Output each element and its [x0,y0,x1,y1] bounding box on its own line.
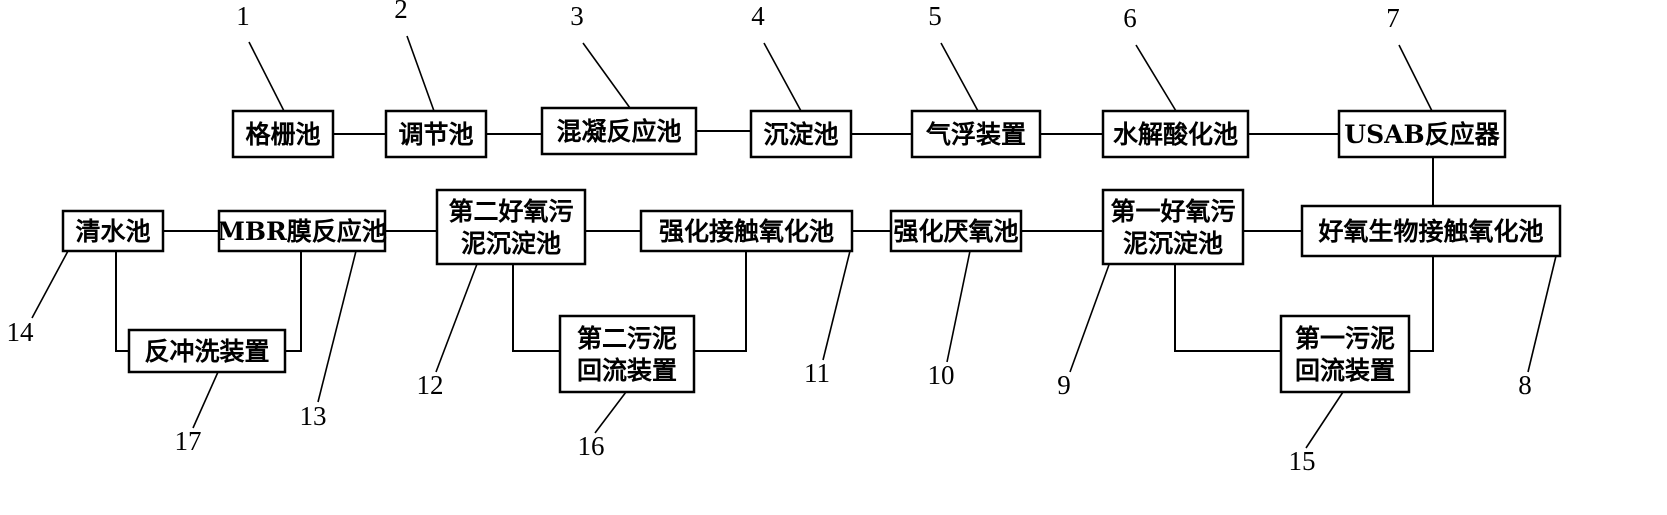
process-box [231,109,335,159]
reference-number: 6 [1123,3,1137,33]
process-label: 回流装置 [577,356,677,385]
node-5: 气浮装置 [910,109,1042,159]
process-box [1101,188,1245,266]
process-box [435,188,587,266]
connector-line [512,264,560,352]
process-box [1300,204,1562,258]
reference-number: 9 [1057,370,1071,400]
leader-line-11 [822,250,851,361]
process-box [540,106,698,156]
reference-number: 5 [928,1,942,31]
process-box [1337,109,1507,159]
reference-number: 15 [1289,446,1316,476]
leader-line-10 [946,250,971,363]
process-box [889,209,1023,253]
node-6: 水解酸化池 [1101,109,1250,159]
reference-number: 14 [7,317,35,347]
reference-number: 13 [300,401,327,431]
leader-line-7 [1398,44,1433,112]
leader-line-2 [406,35,435,112]
reference-number: 16 [578,431,605,461]
process-box [749,109,853,159]
process-label: 第二好氧污 [448,197,573,226]
process-box [1279,314,1411,394]
leader-line-13 [317,250,357,403]
process-box [639,209,854,253]
process-label: 强化接触氧化池 [659,217,834,246]
node-10: 强化厌氧池 [889,209,1023,253]
connector-lines [115,130,1434,352]
process-label: 第二污泥 [577,324,677,353]
process-box [384,109,488,159]
leader-line-9 [1069,261,1111,373]
leader-line-1 [248,41,285,112]
process-label: USAB反应器 [1344,120,1500,149]
reference-number: 2 [394,0,408,24]
reference-number: 3 [570,1,584,31]
process-label: 泥沉淀池 [461,229,561,258]
process-label: 水解酸化池 [1113,120,1238,149]
leader-line-14 [31,250,69,319]
process-box [217,209,387,253]
process-box [910,109,1042,159]
process-label: 反冲洗装置 [144,337,269,366]
reference-number: 17 [175,426,202,456]
leader-line-5 [940,42,979,112]
reference-number: 12 [417,370,444,400]
leader-line-8 [1527,255,1557,373]
node-1: 格栅池 [231,109,335,159]
process-label: 强化厌氧池 [893,217,1018,246]
process-label: 第一污泥 [1295,324,1395,353]
reference-number: 11 [804,358,830,388]
connector-line [115,251,129,352]
process-label: 第一好氧污 [1110,197,1235,226]
node-8: 好氧生物接触氧化池 [1300,204,1562,258]
process-label: 回流装置 [1295,356,1395,385]
node-7: USAB反应器 [1337,109,1507,159]
connector-line [1409,256,1434,352]
reference-number: 10 [928,360,955,390]
leader-line-6 [1135,44,1177,112]
node-4: 沉淀池 [749,109,853,159]
node-2: 调节池 [384,109,488,159]
reference-number: 7 [1386,3,1400,33]
process-label: 沉淀池 [763,120,838,149]
process-box [1101,109,1250,159]
process-label: MBR膜反应池 [217,217,387,246]
node-13: MBR膜反应池 [217,209,387,253]
process-box [558,314,696,394]
node-11: 强化接触氧化池 [639,209,854,253]
process-label: 调节池 [398,120,473,149]
node-14: 清水池 [61,209,165,253]
process-label: 清水池 [75,217,150,246]
process-box [127,328,287,374]
leader-line-16 [594,391,627,434]
process-label: 泥沉淀池 [1123,229,1223,258]
process-box [61,209,165,253]
connector-line [285,251,302,352]
reference-number: 4 [751,1,765,31]
process-label: 气浮装置 [925,120,1026,149]
leader-line-3 [582,42,631,109]
process-label: 好氧生物接触氧化池 [1317,217,1543,246]
leader-line-15 [1305,391,1344,449]
leader-line-17 [192,371,219,429]
connector-line [1174,264,1281,352]
leader-line-4 [763,42,802,112]
reference-number: 8 [1518,370,1532,400]
node-17: 反冲洗装置 [127,328,287,374]
reference-number: 1 [236,1,250,31]
node-3: 混凝反应池 [540,106,698,156]
connector-line [694,251,747,352]
leader-line-12 [435,263,478,373]
leader-lines [31,35,1557,449]
process-label: 混凝反应池 [556,117,681,146]
process-label: 格栅池 [245,120,320,149]
